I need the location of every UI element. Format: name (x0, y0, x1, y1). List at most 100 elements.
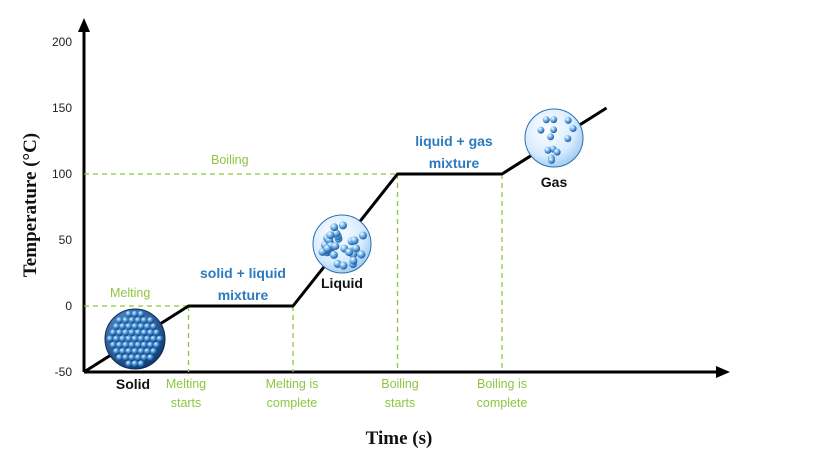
marker-boiling-starts-2: starts (385, 396, 416, 410)
melting-reference-label: Melting (110, 286, 150, 300)
marker-boiling-starts: Boiling (381, 377, 419, 391)
particle (569, 125, 577, 132)
particle (352, 244, 361, 253)
particle (113, 335, 120, 343)
particle (119, 335, 126, 343)
particle (131, 323, 139, 330)
particle (109, 329, 117, 337)
particle (116, 317, 123, 324)
particle (349, 256, 358, 265)
particle (564, 116, 572, 124)
y-tick-labels: 200 150 100 50 0 -50 (52, 35, 72, 379)
y-tick-label: 100 (52, 167, 72, 181)
particle (137, 310, 145, 318)
particle (323, 244, 332, 253)
time-marker-labels: Melting starts Melting is complete Boili… (166, 377, 528, 410)
particle (122, 354, 130, 361)
solid-particles-icon (104, 308, 166, 370)
particle (537, 126, 545, 134)
particle (147, 354, 154, 361)
particle (350, 236, 359, 245)
y-axis-label: Temperature (°C) (20, 133, 41, 277)
particle (109, 341, 117, 349)
particle (122, 317, 130, 324)
particle (544, 146, 552, 154)
particle (131, 360, 139, 368)
y-tick-label: 50 (59, 233, 73, 247)
particle (542, 116, 550, 124)
particle (359, 231, 367, 240)
particle (131, 335, 139, 343)
phase-label-liquid-gas-2: mixture (429, 155, 480, 171)
particle (137, 335, 145, 343)
particle (140, 341, 148, 349)
marker-melting-starts: Melting (166, 377, 206, 391)
particle (331, 242, 340, 251)
state-label-solid: Solid (116, 376, 150, 392)
particle (113, 323, 120, 330)
particle (125, 360, 133, 368)
liquid-particles-icon (312, 214, 372, 274)
particle (131, 348, 139, 355)
particle (144, 348, 151, 355)
particle (134, 354, 142, 361)
particle (329, 250, 338, 259)
particle (125, 348, 133, 355)
particle (131, 310, 139, 318)
marker-boiling-complete: Boiling is (477, 377, 527, 391)
particle (116, 341, 123, 349)
y-tick-label: 200 (52, 35, 72, 49)
particle (106, 335, 114, 343)
particle (113, 348, 120, 355)
marker-melting-complete-2: complete (267, 396, 318, 410)
particle (150, 348, 158, 355)
phase-label-liquid-gas: liquid + gas (415, 133, 493, 149)
particle (564, 135, 572, 143)
phase-label-solid-liquid: solid + liquid (200, 265, 286, 281)
particle (144, 323, 151, 330)
particle (116, 329, 123, 337)
particle (156, 335, 164, 343)
x-axis-arrow (716, 366, 730, 378)
particle (153, 341, 161, 349)
particle (339, 221, 347, 230)
particle (128, 317, 136, 324)
particle (326, 231, 335, 240)
particle (153, 329, 161, 337)
particle (122, 329, 130, 337)
y-tick-label: 0 (65, 299, 72, 313)
particle (339, 261, 348, 270)
particle (140, 317, 148, 324)
particle (134, 341, 142, 349)
marker-melting-complete: Melting is (266, 377, 319, 391)
y-axis-arrow (78, 18, 90, 32)
particle (357, 250, 366, 259)
particle (150, 335, 158, 343)
gas-particles-icon (524, 108, 584, 168)
marker-boiling-complete-2: complete (477, 396, 528, 410)
particle (330, 223, 339, 232)
particle (125, 335, 133, 343)
particle (128, 329, 136, 337)
particle (137, 348, 145, 355)
particle (140, 329, 148, 337)
particle (134, 329, 142, 337)
particle (140, 354, 148, 361)
state-label-gas: Gas (541, 174, 568, 190)
phase-label-solid-liquid-2: mixture (218, 287, 269, 303)
particle (125, 323, 133, 330)
x-axis-label: Time (s) (366, 428, 433, 449)
particle (548, 156, 556, 164)
particle (128, 341, 136, 349)
particle (147, 317, 154, 324)
particle (150, 323, 158, 330)
boiling-reference-label: Boiling (211, 153, 249, 167)
particle (550, 116, 558, 124)
y-tick-label: -50 (55, 365, 73, 379)
particle (147, 329, 154, 337)
particle (116, 354, 123, 361)
y-tick-label: 150 (52, 101, 72, 115)
particle (345, 248, 354, 257)
particle (144, 335, 151, 343)
